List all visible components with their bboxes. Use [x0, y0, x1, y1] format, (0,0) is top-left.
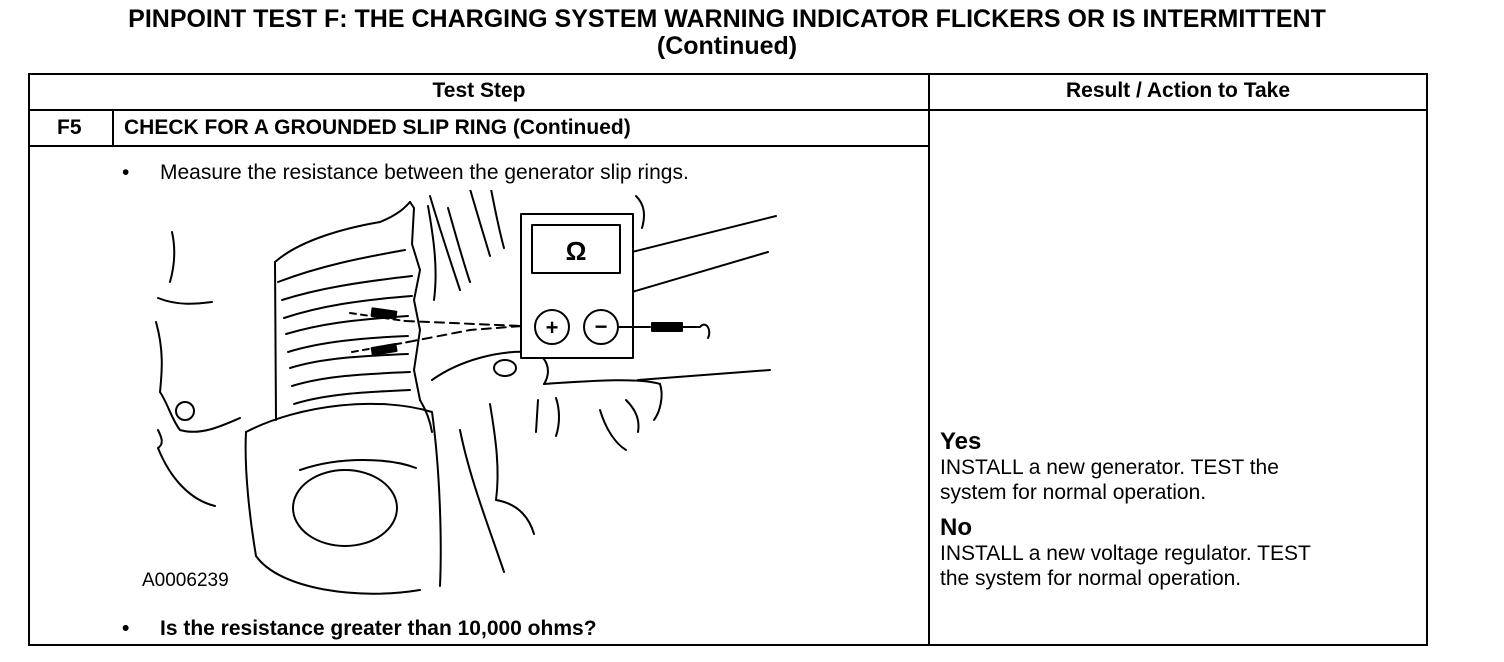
generator-slip-ring-illustration: Ω + −: [155, 190, 777, 595]
positive-label: +: [546, 315, 559, 340]
result-no: No INSTALL a new voltage regulator. TEST…: [940, 515, 1400, 591]
step-title: CHECK FOR A GROUNDED SLIP RING (Continue…: [124, 116, 631, 139]
figure-id: A0006239: [142, 570, 229, 591]
step-id: F5: [57, 116, 82, 139]
yes-label: Yes: [940, 428, 982, 455]
ohm-symbol: Ω: [566, 236, 587, 266]
positive-terminal: [534, 309, 570, 345]
yes-action-line-2: system for normal operation.: [940, 481, 1207, 504]
instruction-text: Measure the resistance between the gener…: [160, 161, 689, 184]
bullet-dot: •: [122, 617, 130, 640]
pinpoint-test-table: Test Step Result / Action to Take F5 CHE…: [28, 73, 1428, 646]
result-yes: Yes INSTALL a new generator. TEST the sy…: [940, 429, 1400, 505]
no-label: No: [940, 514, 972, 541]
header-result-action: Result / Action to Take: [1065, 79, 1291, 102]
title-line-1: PINPOINT TEST F: THE CHARGING SYSTEM WAR…: [128, 5, 1326, 33]
question-text: Is the resistance greater than 10,000 oh…: [160, 617, 597, 640]
column-divider: [928, 75, 930, 644]
no-action-line-2: the system for normal operation.: [940, 567, 1242, 590]
multimeter-display: [531, 224, 621, 274]
step-title-divider: [30, 145, 928, 147]
title-line-2: (Continued): [656, 32, 798, 60]
negative-label: −: [595, 314, 608, 339]
page-title: PINPOINT TEST F: THE CHARGING SYSTEM WAR…: [0, 6, 1454, 60]
header-test-step: Test Step: [432, 79, 526, 102]
bullet-dot: •: [122, 161, 130, 184]
step-id-divider: [112, 111, 114, 145]
header-divider: [30, 109, 1426, 111]
yes-action-line-1: INSTALL a new generator. TEST the: [940, 456, 1279, 479]
no-action-line-1: INSTALL a new voltage regulator. TEST: [940, 542, 1311, 565]
